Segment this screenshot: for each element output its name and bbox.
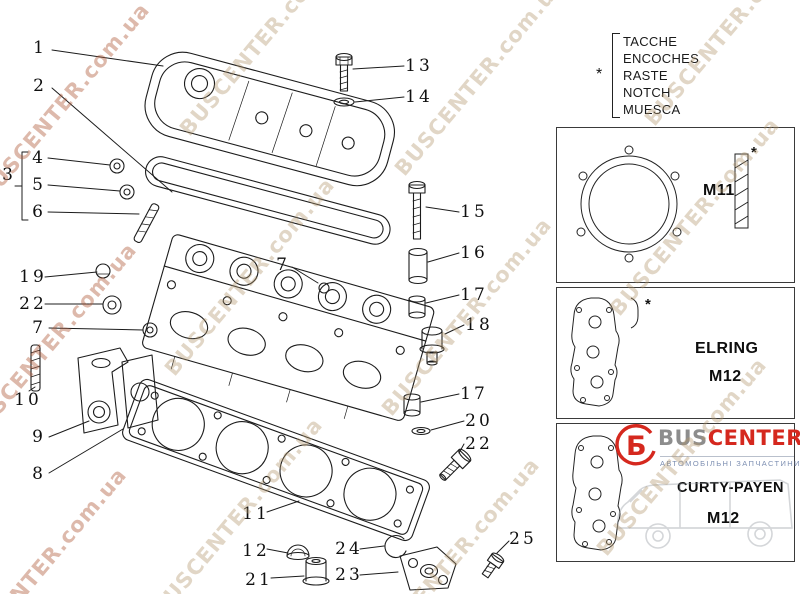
washer-7 bbox=[142, 322, 158, 338]
notch-term-list: TACCHE ENCOCHES RASTE NOTCH MUESCA bbox=[612, 33, 699, 118]
notch-term-es: MUESCA bbox=[623, 102, 681, 117]
gasket-box-elring: * ELRING M12 bbox=[556, 287, 795, 419]
notch-term-en: NOTCH bbox=[623, 85, 671, 100]
bracket-gasket bbox=[121, 354, 159, 429]
logo-wordmark: BUSCENTER bbox=[658, 426, 800, 450]
cap-19 bbox=[95, 263, 111, 279]
callout-13[interactable]: 13 bbox=[405, 56, 433, 76]
m11-code: M11 bbox=[703, 182, 735, 199]
logo-name-prefix: BUS bbox=[658, 426, 708, 450]
washer-5 bbox=[119, 184, 135, 200]
callout-14[interactable]: 14 bbox=[405, 87, 433, 107]
logo-glyph: Б bbox=[626, 431, 647, 462]
cup-17 bbox=[408, 295, 426, 319]
snap-ring-24 bbox=[384, 535, 407, 559]
callout-15[interactable]: 15 bbox=[460, 202, 488, 222]
ball-7 bbox=[318, 282, 330, 294]
callout-8[interactable]: 8 bbox=[32, 464, 46, 484]
callout-16[interactable]: 16 bbox=[460, 243, 488, 263]
notch-term-de: RASTE bbox=[623, 68, 668, 83]
notch-asterisk: * bbox=[596, 66, 603, 83]
nut-4 bbox=[109, 158, 125, 174]
callout-17[interactable]: 17 bbox=[460, 285, 488, 305]
cylinder-head bbox=[142, 234, 435, 421]
bolt-13 bbox=[335, 52, 353, 92]
buscenter-logo: Б BUSCENTER АВТОМОБІЛЬНІ ЗАПЧАСТИНИ bbox=[606, 414, 800, 564]
notch-term-fr: ENCOCHES bbox=[623, 51, 700, 66]
callout-24[interactable]: 24 bbox=[335, 539, 363, 559]
notch-legend: * TACCHE ENCOCHES RASTE NOTCH MUESCA bbox=[596, 33, 699, 118]
curty-payen-gasket-drawing bbox=[571, 435, 623, 551]
callout-25[interactable]: 25 bbox=[509, 529, 537, 549]
cover-gasket bbox=[145, 156, 391, 245]
bolt-25 bbox=[481, 552, 505, 579]
curty-payen-code: M12 bbox=[707, 510, 740, 527]
stud-10 bbox=[30, 344, 41, 392]
bolt-15 bbox=[408, 180, 426, 240]
callout-22[interactable]: 22 bbox=[19, 294, 47, 314]
callout-7[interactable]: 7 bbox=[32, 318, 46, 338]
logo-tagline: АВТОМОБІЛЬНІ ЗАПЧАСТИНИ bbox=[660, 456, 800, 468]
van-sketch bbox=[616, 479, 793, 549]
callout-22b[interactable]: 22 bbox=[465, 434, 493, 454]
callout-11[interactable]: 11 bbox=[242, 504, 270, 524]
callout-23[interactable]: 23 bbox=[335, 565, 363, 585]
callout-17b[interactable]: 17 bbox=[460, 384, 488, 404]
bushing-22 bbox=[102, 295, 122, 315]
washer-20 bbox=[411, 426, 431, 436]
elring-gasket-drawing bbox=[570, 297, 639, 407]
cap-21 bbox=[302, 556, 330, 586]
notch-term-it: TACCHE bbox=[623, 34, 678, 49]
callout-6[interactable]: 6 bbox=[32, 202, 46, 222]
elring-code: M12 bbox=[709, 368, 742, 385]
callout-21[interactable]: 21 bbox=[245, 570, 273, 590]
grommet-12 bbox=[286, 544, 310, 561]
plug-22b bbox=[439, 448, 472, 481]
callout-4[interactable]: 4 bbox=[32, 148, 46, 168]
washer-14 bbox=[333, 97, 355, 107]
elring-asterisk: * bbox=[645, 296, 651, 313]
curty-payen-brand: CURTY-PAYEN bbox=[677, 480, 785, 496]
m11-gasket-drawing bbox=[576, 145, 749, 263]
buscenter-mark-icon: Б bbox=[615, 424, 656, 466]
callout-12[interactable]: 12 bbox=[242, 541, 270, 561]
callout-7-center[interactable]: 7 bbox=[276, 255, 290, 275]
leader-lines bbox=[14, 49, 510, 579]
m11-asterisk: * bbox=[751, 144, 757, 161]
callout-3[interactable]: 3 bbox=[2, 165, 16, 185]
callout-5[interactable]: 5 bbox=[32, 175, 46, 195]
stud-6 bbox=[133, 203, 160, 244]
callout-20[interactable]: 20 bbox=[465, 411, 493, 431]
callout-2[interactable]: 2 bbox=[33, 76, 47, 96]
elring-brand: ELRING bbox=[695, 340, 759, 357]
gasket-box-m11: * M11 bbox=[556, 127, 795, 283]
mount-bracket bbox=[77, 347, 129, 434]
spacer-16 bbox=[408, 247, 428, 285]
valve-cover bbox=[144, 51, 395, 187]
callout-10[interactable]: 10 bbox=[14, 390, 42, 410]
callout-19[interactable]: 19 bbox=[19, 267, 47, 287]
callout-18[interactable]: 18 bbox=[465, 315, 493, 335]
logo-name-suffix: CENTER bbox=[707, 426, 800, 450]
housing-18 bbox=[419, 326, 445, 366]
callout-1[interactable]: 1 bbox=[33, 38, 47, 58]
gasket-box-curty-payen: CURTY-PAYEN M12 bbox=[556, 423, 795, 562]
callout-9[interactable]: 9 bbox=[32, 427, 46, 447]
thermostat-housing-23 bbox=[399, 546, 457, 591]
head-gasket bbox=[122, 378, 430, 542]
cup-17b bbox=[403, 393, 421, 417]
